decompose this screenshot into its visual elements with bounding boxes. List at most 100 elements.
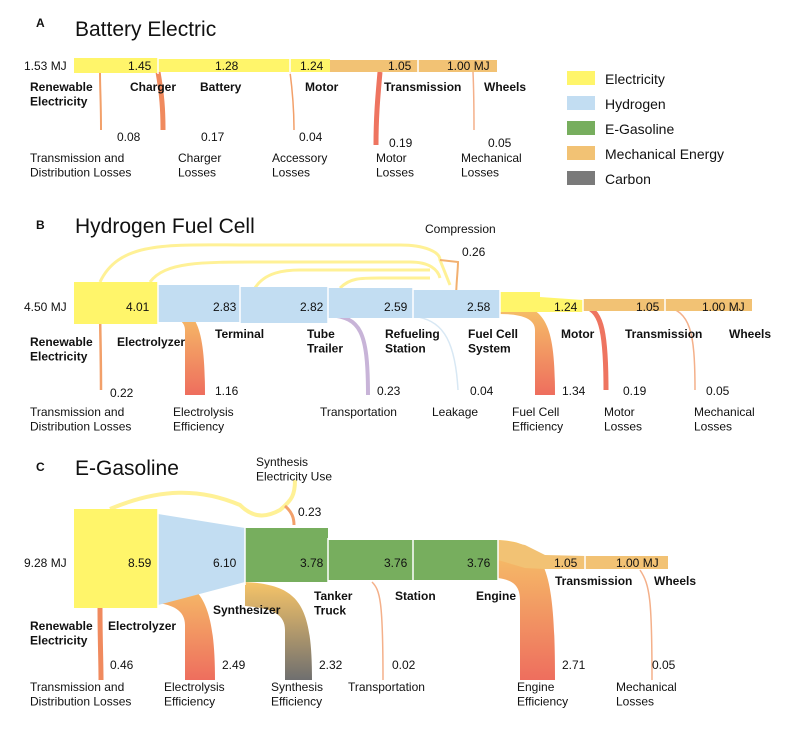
stage-electrolyzer-b: Electrolyzer <box>117 335 185 349</box>
value-transmission-c: 1.05 <box>554 556 578 570</box>
loss-label-leakage: Leakage <box>432 405 478 419</box>
synthesis-electricity-stem <box>283 504 296 526</box>
input-energy-b: 4.50 MJ <box>24 300 67 314</box>
flow-band-c <box>74 507 668 610</box>
loss-value-leakage: 0.04 <box>470 384 494 398</box>
compression-value: 0.26 <box>462 245 486 259</box>
value-motor-b: 1.24 <box>554 300 578 314</box>
stage-wheels-a: Wheels <box>484 80 526 94</box>
loss-value-electrolysis-b: 1.16 <box>215 384 239 398</box>
value-wheels-b: 1.00 MJ <box>702 300 745 314</box>
stage-motor-a: Motor <box>305 80 339 94</box>
loss-stem-synthesis <box>245 582 312 680</box>
stage-synthesizer: Synthesizer <box>213 603 281 617</box>
stage-transmission-b: Transmission <box>625 327 702 341</box>
legend-swatch-mechanical <box>567 146 595 160</box>
value-charger-in: 1.45 <box>128 59 152 73</box>
legend: Electricity Hydrogen E-Gasoline Mechanic… <box>567 71 724 187</box>
compression-loop-3 <box>253 268 430 289</box>
loss-stem-mech-b <box>664 305 696 391</box>
legend-label-electricity: Electricity <box>605 71 665 87</box>
panel-c-letter: C <box>36 460 45 474</box>
legend-label-carbon: Carbon <box>605 171 651 187</box>
loss-stem-motor-b <box>582 303 609 391</box>
loss-stem-motor-a <box>373 71 383 146</box>
loss-stem-electrolysis-c <box>158 575 215 680</box>
flow-band-a <box>74 57 497 74</box>
panel-c-title: E-Gasoline <box>75 457 179 480</box>
loss-value-transportation-b: 0.23 <box>377 384 401 398</box>
legend-label-egasoline: E-Gasoline <box>605 121 674 137</box>
loss-value-td-c: 0.46 <box>110 658 134 672</box>
loss-stem-td-a <box>99 71 102 131</box>
value-terminal-b: 2.83 <box>213 300 237 314</box>
stage-motor-b: Motor <box>561 327 595 341</box>
value-electrolyzer-out-b: 4.01 <box>126 300 150 314</box>
stage-transmission-c: Transmission <box>555 574 632 588</box>
flow-band-b <box>74 280 752 326</box>
legend-label-hydrogen: Hydrogen <box>605 96 666 112</box>
panel-a-title: Battery Electric <box>75 18 216 41</box>
loss-value-transportation-c: 0.02 <box>392 658 416 672</box>
loss-value-td-b: 0.22 <box>110 386 134 400</box>
loss-stem-transportation-c <box>371 581 384 681</box>
value-station-c: 3.76 <box>384 556 408 570</box>
stage-transmission-a: Transmission <box>384 80 461 94</box>
legend-swatch-carbon <box>567 171 595 185</box>
loss-value-fuelcell: 1.34 <box>562 384 586 398</box>
loss-stem-charger <box>155 71 166 131</box>
stage-battery: Battery <box>200 80 242 94</box>
stage-charger: Charger <box>130 80 176 94</box>
stage-terminal: Terminal <box>215 327 264 341</box>
stage-engine: Engine <box>476 589 516 603</box>
loss-stem-engine <box>498 540 555 680</box>
compression-loop-2 <box>148 260 442 283</box>
value-refueling-station: 2.59 <box>384 300 408 314</box>
panel-b: B Hydrogen Fuel Cell <box>24 215 771 433</box>
loss-stem-mech-c <box>639 569 653 681</box>
stage-wheels-b: Wheels <box>729 327 771 341</box>
loss-value-motor-b: 0.19 <box>623 384 647 398</box>
panel-a: A Battery Electric 1.53 MJ 1.45 1.28 1.2… <box>24 16 526 179</box>
loss-label-transportation-c: Transportation <box>348 680 425 694</box>
value-battery-in: 1.28 <box>215 59 239 73</box>
stage-electrolyzer-c: Electrolyzer <box>108 619 176 633</box>
loss-value-motor-a: 0.19 <box>389 136 413 150</box>
loss-stem-accessory <box>289 71 295 131</box>
loss-value-mech-c: 0.05 <box>652 658 676 672</box>
value-motor-in: 1.24 <box>300 59 324 73</box>
stage-wheels-c: Wheels <box>654 574 696 588</box>
value-fuelcell-system: 2.58 <box>467 300 491 314</box>
loss-value-electrolysis-c: 2.49 <box>222 658 246 672</box>
loss-value-engine: 2.71 <box>562 658 586 672</box>
loss-stem-mech-a <box>472 71 475 131</box>
panel-b-letter: B <box>36 218 45 232</box>
legend-swatch-hydrogen <box>567 96 595 110</box>
legend-label-mechanical: Mechanical Energy <box>605 146 724 162</box>
legend-swatch-electricity <box>567 71 595 85</box>
loss-value-accessory: 0.04 <box>299 130 323 144</box>
synthesis-electricity-loop <box>109 479 297 518</box>
loss-value-mech-a: 0.05 <box>488 136 512 150</box>
legend-swatch-egasoline <box>567 121 595 135</box>
stage-station-c: Station <box>395 589 436 603</box>
value-transmission-b: 1.05 <box>636 300 660 314</box>
value-wheels-a: 1.00 MJ <box>447 59 490 73</box>
